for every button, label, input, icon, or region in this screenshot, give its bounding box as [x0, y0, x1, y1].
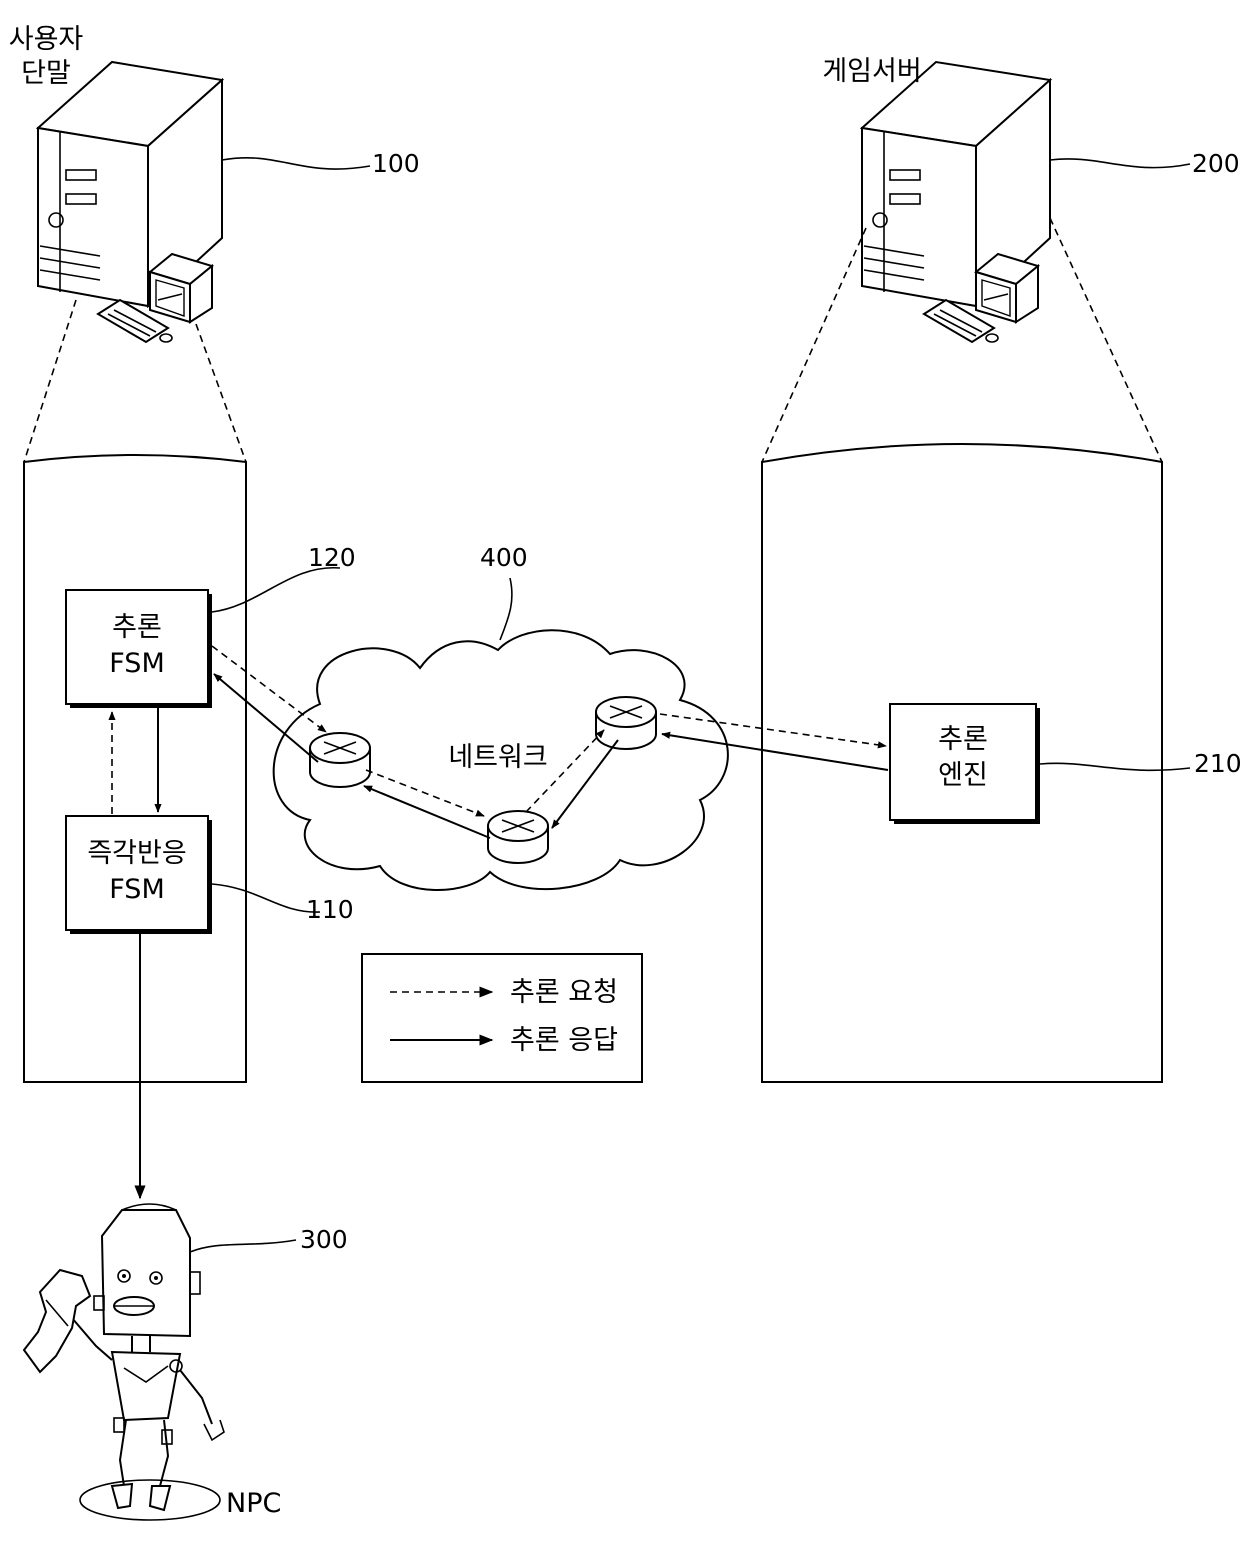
zoom-line-right-b	[1050, 218, 1162, 462]
game-server-label: 게임서버	[822, 56, 921, 87]
inference-fsm-line1: 추론	[112, 612, 162, 643]
reaction-fsm-box: 즉각반응 FSM	[66, 816, 212, 934]
router-3	[596, 697, 656, 749]
user-terminal-label-line1: 사용자	[9, 24, 84, 55]
inference-fsm-box: 추론 FSM	[66, 590, 212, 708]
ref-100: 100	[372, 149, 420, 178]
network-label: 네트워크	[448, 742, 547, 773]
inference-engine-line1: 추론	[938, 724, 988, 755]
legend: 추론 요청 추론 응답	[362, 954, 642, 1082]
router-2	[488, 811, 548, 863]
ref-200: 200	[1192, 149, 1240, 178]
leader-line-300	[190, 1240, 296, 1252]
user-terminal-container	[24, 455, 246, 1082]
arrow-router1-to-router2-request	[366, 770, 484, 816]
user-terminal-label-line2: 단말	[21, 58, 71, 89]
reaction-fsm-line1: 즉각반응	[87, 838, 186, 869]
leader-line-200	[1050, 159, 1190, 168]
inference-engine-line2: 엔진	[938, 760, 988, 791]
legend-response-label: 추론 응답	[510, 1025, 618, 1056]
npc-label: NPC	[226, 1488, 281, 1519]
ref-210: 210	[1194, 749, 1242, 778]
zoom-line-right-a	[762, 228, 866, 462]
zoom-line-left-a	[24, 300, 76, 462]
inference-engine-box: 추론 엔진	[890, 704, 1040, 824]
arrow-router3-to-router2-response	[552, 740, 618, 828]
ref-300: 300	[300, 1225, 348, 1254]
game-server-computer	[862, 62, 1050, 342]
user-terminal-computer	[38, 62, 222, 342]
router-1	[310, 733, 370, 787]
leader-line-400	[500, 578, 512, 640]
inference-fsm-line2: FSM	[109, 648, 165, 679]
ref-120: 120	[308, 543, 356, 572]
npc-robot	[24, 1204, 224, 1520]
zoom-line-left-b	[196, 324, 246, 462]
ref-110: 110	[306, 895, 354, 924]
reaction-fsm-line2: FSM	[109, 874, 165, 905]
ref-400: 400	[480, 543, 528, 572]
legend-request-label: 추론 요청	[510, 977, 618, 1008]
leader-line-100	[222, 158, 370, 169]
